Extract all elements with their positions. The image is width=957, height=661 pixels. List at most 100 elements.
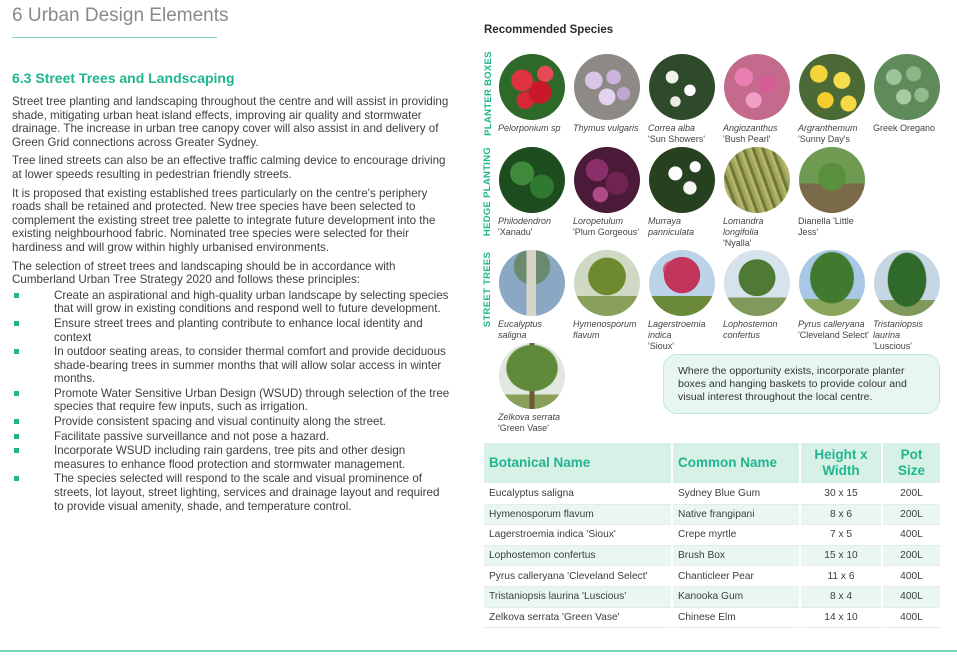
species-botanical-name: Argranthemum [798,123,858,133]
row-label-street-trees: STREET TREES [482,251,494,327]
bullet-square-icon [14,419,19,425]
species-botanical-name: Loropetulum [573,216,624,226]
paragraph: Street tree planting and landscaping thr… [12,95,449,149]
table-cell: Zelkova serrata 'Green Vase' [484,606,672,629]
species-botanical-name: Eucalyptus saligna [498,319,543,340]
section-heading: 6.3 Street Trees and Landscaping [12,70,235,86]
column-header: Common Name [671,443,800,484]
species-botanical-name: Hymenosporum flavum [573,319,637,340]
table-row: Zelkova serrata 'Green Vase' Chinese Elm… [484,606,940,629]
zelkova-tree-icon [499,343,565,409]
species-common-name: 'Sunny Day's [798,134,850,144]
table-cell: 15 x 10 [799,544,882,567]
species-card: Pyrus calleryana'Cleveland Select' [798,250,872,341]
species-common-name: 'Sun Showers' [648,134,705,144]
row-label-hedge-planting: HEDGE PLANTING [482,146,494,236]
bullet-square-icon [14,390,19,396]
gum-tree-icon [499,250,565,316]
paragraph: Tree lined streets can also be an effect… [12,154,446,181]
table-cell: Tristaniopsis laurina 'Luscious' [484,585,672,608]
species-botanical-name: Pyrus calleryana [798,319,865,329]
list-item: Provide consistent spacing and visual co… [12,415,452,429]
thyme-icon [574,54,640,120]
yellow-daisy-icon [799,54,865,120]
list-item: In outdoor seating areas, to consider th… [12,345,452,386]
species-card: Angiozanthus'Bush Pearl' [723,54,797,145]
species-common-name: 'Luscious' [873,341,912,351]
species-botanical-name: Lagerstroemia indica [648,319,706,340]
species-common-name: 'Plum Gorgeous' [573,227,639,237]
species-botanical-name: Thymus vulgaris [573,123,639,133]
list-item: Incorporate WSUD including rain gardens,… [12,444,452,471]
species-botanical-name: Pelorponium sp [498,123,561,133]
species-botanical-name: Angiozanthus [723,123,778,133]
bullet-square-icon [14,349,19,355]
species-card: Eucalyptus saligna [498,250,572,341]
species-card: Zelkova serrata'Green Vase' [498,343,572,434]
species-table: Botanical Name Common Name Height x Widt… [484,443,940,629]
pink-flower-icon [724,54,790,120]
column-header: Height x Width [799,443,882,484]
table-cell: 30 x 15 [799,483,882,505]
bullet-square-icon [14,448,19,454]
table-cell: 400L [881,606,940,629]
table-cell: 8 x 6 [799,503,882,526]
paragraph: The selection of street trees and landsc… [12,259,396,287]
species-card: Correa alba'Sun Showers' [648,54,722,145]
page-title: 6 Urban Design Elements [12,5,229,26]
column-header: Botanical Name [484,443,672,484]
grass-icon [724,147,790,213]
body-column: Street tree planting and landscaping thr… [12,95,452,514]
column-header: Pot Size [881,443,940,484]
tree-icon [874,250,940,316]
table-cell: Crepe myrtle [671,524,800,546]
table-cell: Eucalyptus saligna [484,483,672,505]
species-card: Pelorponium sp [498,54,572,134]
purple-shrub-icon [574,147,640,213]
tree-icon [724,250,790,316]
table-cell: Brush Box [671,544,800,567]
table-cell: 7 x 5 [799,524,882,546]
species-card: Dianella 'Little Jess' [798,147,872,238]
species-botanical-name: Correa alba [648,123,696,133]
table-cell: Lagerstroemia indica 'Sioux' [484,524,672,546]
species-card: Tristaniopsis laurina'Luscious' [873,250,947,352]
bullet-square-icon [14,320,19,326]
pear-tree-icon [799,250,865,316]
list-item: Facilitate passive surveillance and not … [12,430,452,444]
jasmine-flower-icon [649,147,715,213]
species-card: Loropetulum'Plum Gorgeous' [573,147,647,238]
species-common-name: Greek Oregano [873,123,936,133]
table-cell: Sydney Blue Gum [671,483,800,505]
table-cell: Kanooka Gum [671,585,800,608]
table-row: Eucalyptus saligna Sydney Blue Gum 30 x … [484,483,940,505]
species-botanical-name: Tristaniopsis laurina [873,319,923,340]
list-item: The species selected will respond to the… [12,472,452,513]
strappy-plant-icon [799,147,865,213]
bullet-square-icon [14,292,19,298]
species-card: Lophostemon confertus [723,250,797,341]
recommended-species-title: Recommended Species [484,24,614,36]
species-card: Greek Oregano [873,54,947,134]
oregano-icon [874,54,940,120]
species-card: Lagerstroemia indica'Sioux' [648,250,722,352]
table-row: Pyrus calleryana 'Cleveland Select' Chan… [484,565,940,587]
crepe-myrtle-icon [649,250,715,316]
list-item: Ensure street trees and planting contrib… [12,317,452,344]
tree-icon [574,250,640,316]
planter-callout: Where the opportunity exists, incorporat… [663,354,940,414]
species-botanical-name: Philodendron [498,216,552,226]
table-cell: Chanticleer Pear [671,565,800,587]
table-cell: 400L [881,585,940,608]
table-row: Lophostemon confertus Brush Box 15 x 10 … [484,544,940,567]
species-common-name: 'Bush Pearl' [723,134,771,144]
table-cell: 400L [881,565,940,587]
species-botanical-name: Zelkova serrata [498,412,561,422]
species-common-name: 'Nyalla' [723,238,752,248]
species-botanical-name: Lomandra longifolia [723,216,764,237]
table-header-row: Botanical Name Common Name Height x Widt… [484,443,940,484]
table-cell: Hymenosporum flavum [484,503,672,526]
table-row: Tristaniopsis laurina 'Luscious' Kanooka… [484,585,940,608]
table-cell: 200L [881,483,940,505]
species-common-name: 'Xanadu' [498,227,533,237]
